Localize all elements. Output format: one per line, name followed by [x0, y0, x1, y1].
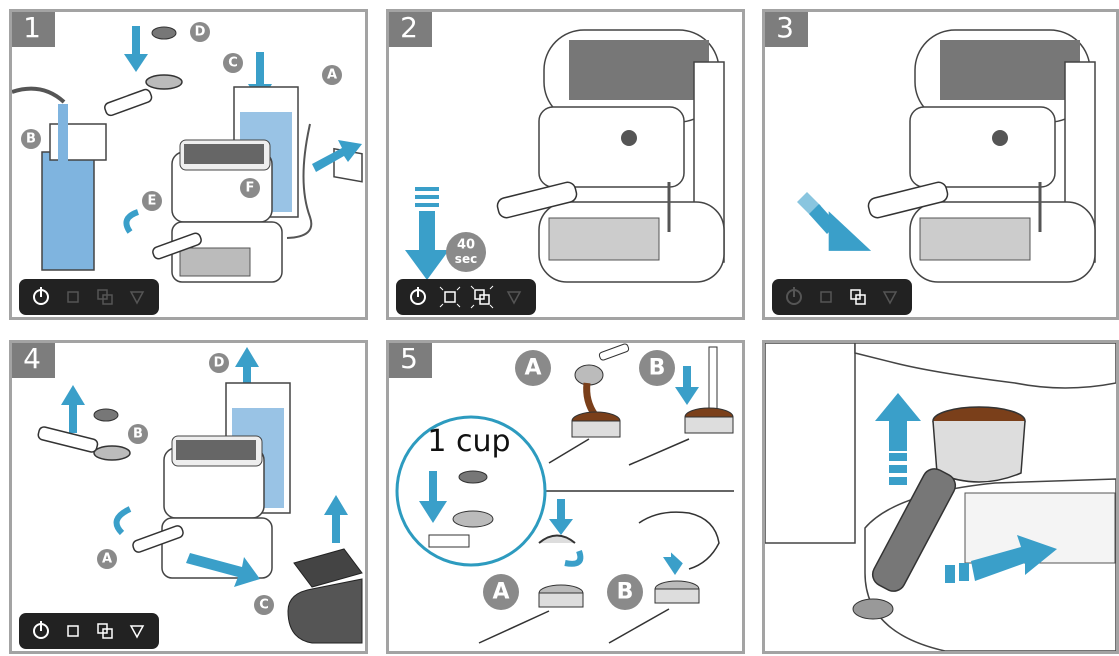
label-f	[240, 178, 260, 198]
espresso-machine	[496, 29, 725, 283]
cup-text: 1 cup	[427, 424, 510, 459]
power-icon[interactable]	[23, 613, 59, 649]
step-6-panel: 6	[762, 340, 1119, 654]
svg-text:A: A	[327, 68, 337, 83]
step-5-illustration: A B 1 cup A	[395, 343, 734, 644]
svg-text:A: A	[524, 356, 541, 381]
svg-text:A: A	[492, 580, 509, 605]
portafilter	[104, 74, 183, 117]
svg-text:sec: sec	[455, 252, 477, 266]
step-number: 5	[389, 343, 432, 378]
steam-icon[interactable]	[119, 613, 155, 649]
control-panel	[772, 279, 912, 315]
label-a	[97, 549, 117, 569]
espresso-machine	[867, 29, 1096, 283]
svg-text:E: E	[148, 194, 157, 209]
single-cup-icon[interactable]	[432, 279, 468, 315]
double-cup-icon[interactable]	[840, 279, 876, 315]
power-icon[interactable]	[400, 279, 436, 315]
label-b-top	[639, 350, 675, 386]
single-cup-icon[interactable]	[55, 279, 91, 315]
step-4-panel: 4 B D A C	[9, 340, 368, 654]
label-d	[190, 22, 210, 42]
single-cup-icon[interactable]	[55, 613, 91, 649]
svg-text:D: D	[195, 25, 206, 40]
svg-text:40: 40	[457, 238, 475, 253]
portafilter	[37, 426, 131, 461]
step-1-panel: 1 B D C	[9, 9, 368, 320]
dosing-scoop	[548, 343, 630, 464]
control-panel	[19, 613, 159, 649]
svg-text:C: C	[228, 56, 238, 71]
timer-badge	[446, 232, 486, 272]
double-cup-icon[interactable]	[464, 279, 500, 315]
step-2-panel: 2 40 sec	[386, 9, 745, 320]
steam-icon[interactable]	[119, 279, 155, 315]
double-cup-icon[interactable]	[87, 613, 123, 649]
label-a-bottom	[483, 574, 519, 610]
label-a-top	[515, 350, 551, 386]
svg-text:A: A	[102, 552, 112, 567]
step-number: 3	[765, 12, 808, 47]
power-icon[interactable]	[23, 279, 59, 315]
label-d	[209, 353, 229, 373]
step-3-panel: 3	[762, 9, 1119, 320]
espresso-machine	[132, 382, 291, 579]
step-4-illustration: B D A C	[37, 347, 363, 644]
espresso-machine	[152, 86, 299, 283]
step-number: 1	[12, 12, 55, 47]
step-2-illustration: 40 sec	[405, 29, 725, 283]
svg-text:B: B	[617, 580, 634, 605]
svg-text:B: B	[26, 132, 36, 147]
svg-text:F: F	[246, 181, 255, 196]
label-a	[322, 65, 342, 85]
svg-text:B: B	[133, 427, 143, 442]
power-icon[interactable]	[776, 279, 812, 315]
step-number: 2	[389, 12, 432, 47]
steam-icon[interactable]	[496, 279, 532, 315]
svg-text:B: B	[649, 356, 666, 381]
label-b	[128, 424, 148, 444]
steam-icon[interactable]	[872, 279, 908, 315]
double-cup-icon[interactable]	[87, 279, 123, 315]
portafilter	[852, 406, 1026, 620]
label-c	[254, 595, 274, 615]
control-panel	[396, 279, 536, 315]
control-panel	[19, 279, 159, 315]
label-c	[223, 53, 243, 73]
label-e	[142, 191, 162, 211]
step-5-panel: 5 A B 1 cup	[386, 340, 745, 654]
label-b-bottom	[607, 574, 643, 610]
single-cup-icon[interactable]	[808, 279, 844, 315]
step-number: 4	[12, 343, 55, 378]
one-cup-callout	[395, 415, 547, 567]
label-b	[21, 129, 41, 149]
step-6-illustration	[765, 343, 1116, 651]
svg-text:D: D	[214, 356, 225, 371]
svg-text:C: C	[259, 598, 269, 613]
step-1-illustration: B D C E F	[12, 22, 363, 283]
water-tank	[12, 86, 107, 271]
step-3-illustration	[797, 29, 1096, 283]
